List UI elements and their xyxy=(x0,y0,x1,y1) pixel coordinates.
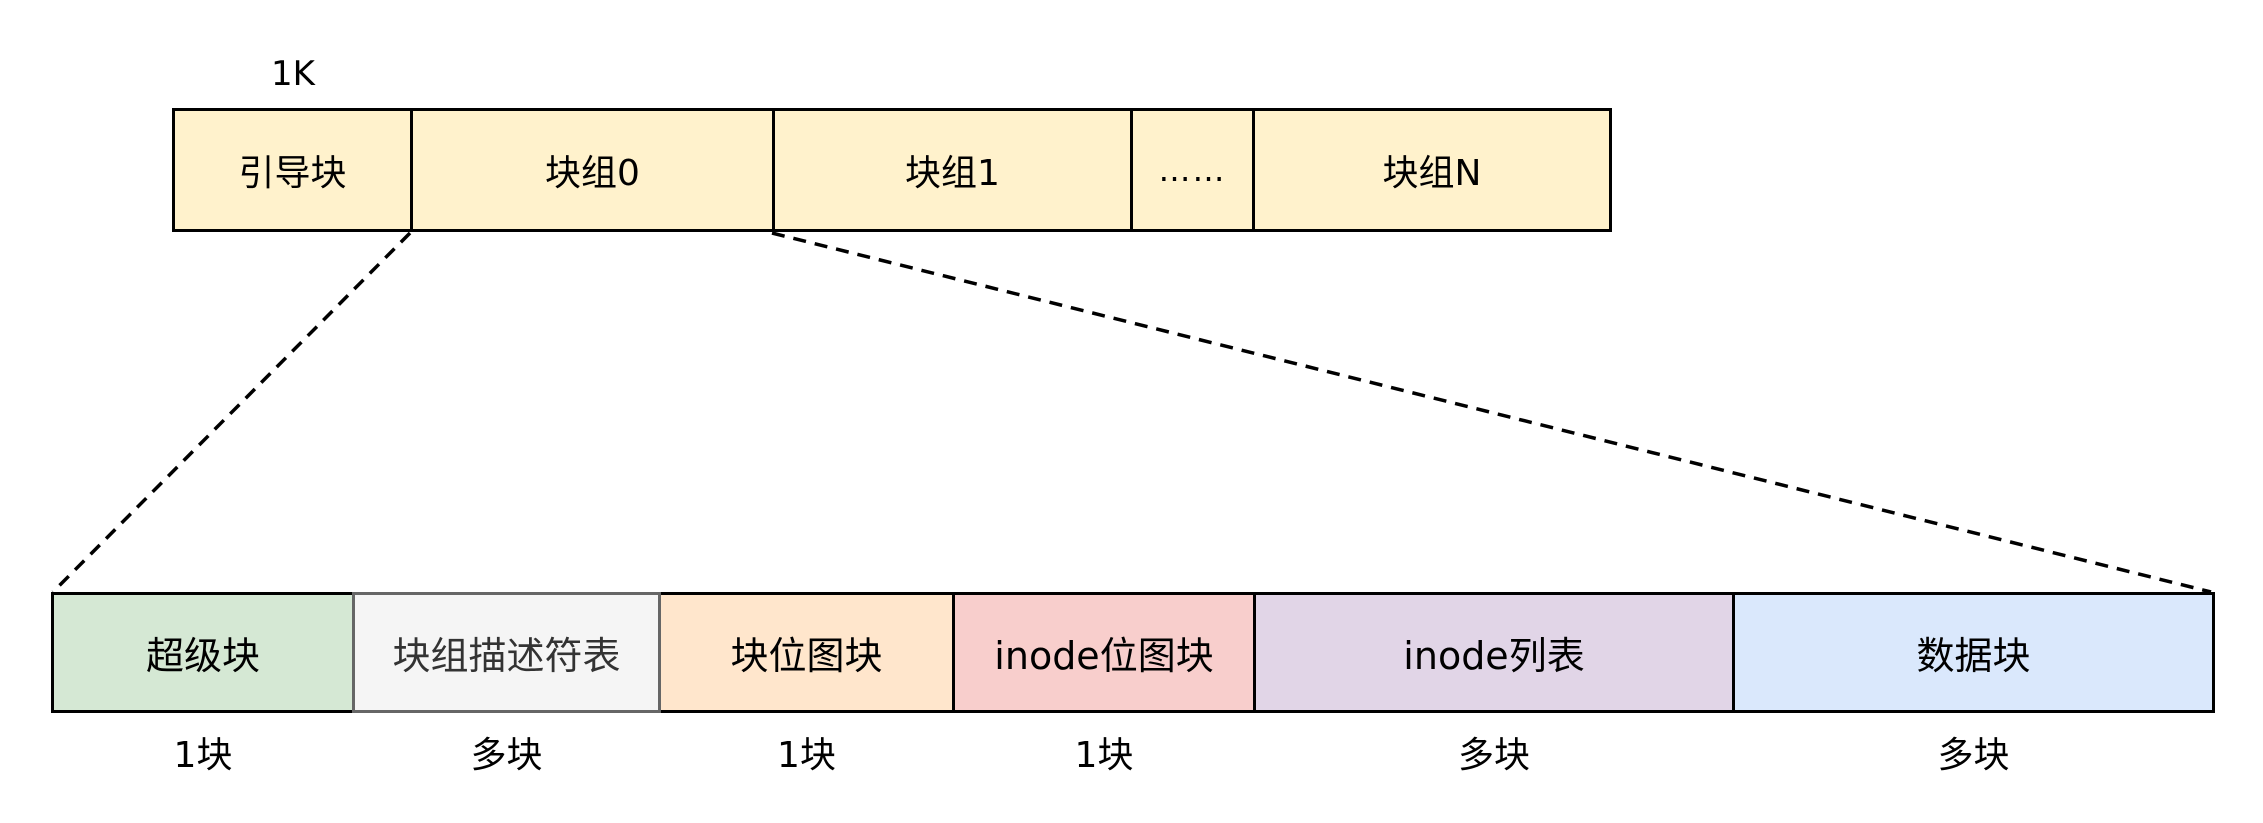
zoom-connector-right-dashed-line xyxy=(771,231,2212,594)
cell-block-group-0: 块组0 xyxy=(410,111,772,229)
cell-inode-table: inode列表 xyxy=(1253,592,1735,713)
count-label-group-descriptor-table: 多块 xyxy=(470,735,543,776)
cell-group-descriptor-table: 块组描述符表 xyxy=(352,592,661,713)
count-label-data-blocks: 多块 xyxy=(1937,735,2010,776)
cell-block-group-n: 块组N xyxy=(1252,111,1609,229)
count-label-inode-bitmap: 1块 xyxy=(1074,735,1134,776)
count-label-block-bitmap: 1块 xyxy=(777,735,836,776)
zoom-connector-left-dashed-line xyxy=(51,231,412,594)
cell-block-group-1: 块组1 xyxy=(772,111,1130,229)
cell-block-bitmap: 块位图块 xyxy=(658,592,955,713)
cell-ellipsis: …… xyxy=(1130,111,1252,229)
count-label-super-block: 1块 xyxy=(173,735,233,776)
count-label-inode-table: 多块 xyxy=(1457,735,1530,776)
disk-bar: 引导块 块组0 块组1 …… 块组N xyxy=(172,108,1612,232)
disk-block-size-label: 1K xyxy=(271,54,315,94)
cell-inode-bitmap: inode位图块 xyxy=(952,592,1256,713)
cell-data-blocks: 数据块 xyxy=(1732,592,2215,713)
cell-super-block: 超级块 xyxy=(51,592,355,713)
cell-boot-block: 引导块 xyxy=(175,111,410,229)
